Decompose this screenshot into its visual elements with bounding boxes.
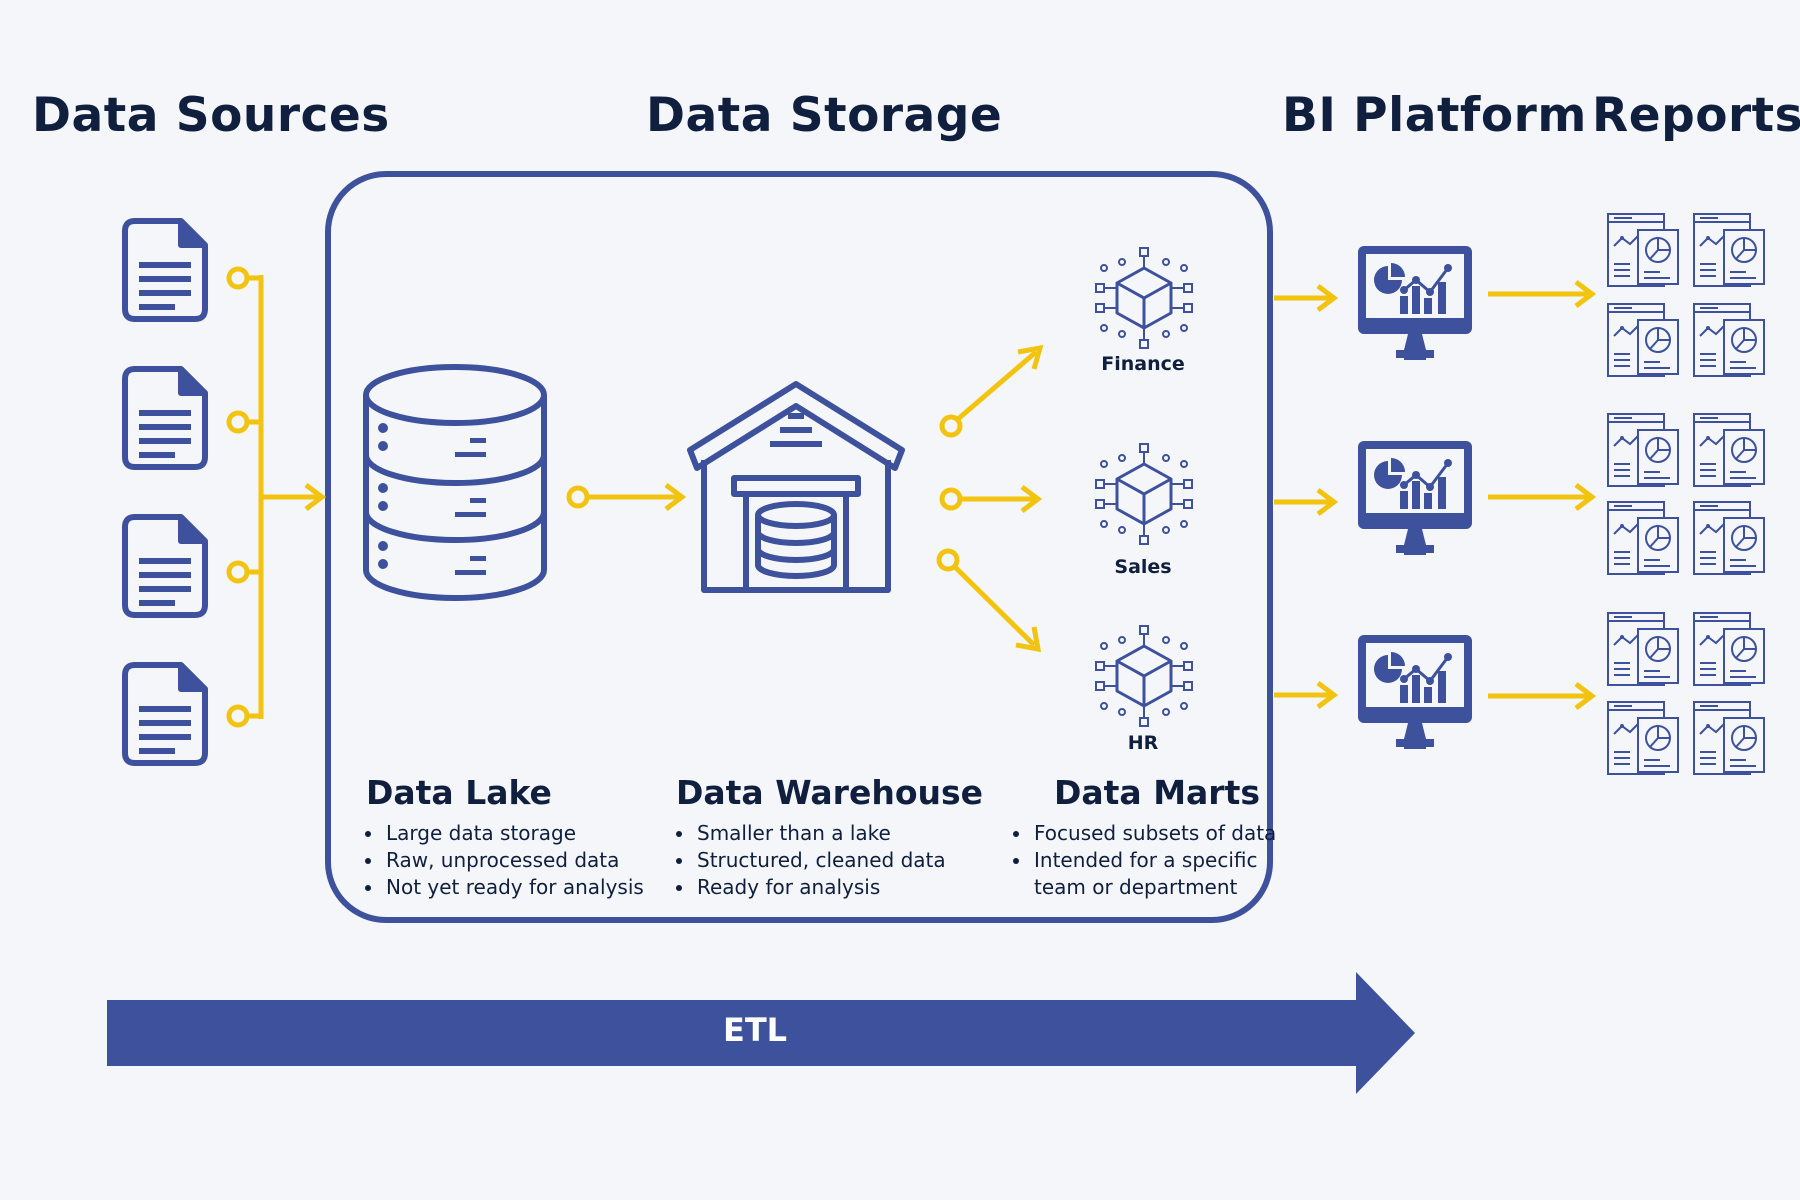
bullet-item: Intended for a specific team or departme… (1032, 847, 1282, 901)
bullet-item: Not yet ready for analysis (384, 874, 674, 901)
data-source-document-icon (125, 517, 205, 615)
report-icon (1607, 213, 1679, 287)
report-icon (1693, 413, 1765, 487)
header-data-storage: Data Storage (646, 88, 1003, 143)
bi-report-connectors (1488, 280, 1597, 710)
report-icon (1693, 303, 1765, 377)
etl-label: ETL (722, 1011, 788, 1049)
data-marts-bullets: Focused subsets of data Intended for a s… (1010, 820, 1282, 901)
data-storage-container (325, 171, 1273, 923)
bullet-item: Raw, unprocessed data (384, 847, 674, 874)
mart-bi-connectors (1274, 284, 1339, 709)
data-lake-title: Data Lake (366, 773, 552, 812)
bullet-item: Structured, cleaned data (695, 847, 985, 874)
data-mart-sales-icon (1094, 442, 1194, 546)
etl-arrow (107, 972, 1415, 1094)
data-mart-sales-label: Sales (1114, 556, 1172, 578)
header-data-sources: Data Sources (32, 88, 390, 143)
data-warehouse-icon (687, 381, 905, 593)
bullet-item: Ready for analysis (695, 874, 985, 901)
report-icon (1607, 303, 1679, 377)
header-reports: Reports (1592, 88, 1800, 143)
reports-group-2 (1607, 413, 1765, 575)
data-lake-database-icon (363, 364, 547, 601)
bi-monitor-icon (1356, 244, 1474, 362)
data-source-document-icon (125, 221, 205, 319)
source-connector (226, 266, 327, 728)
data-mart-finance-icon (1094, 246, 1194, 350)
data-mart-finance-label: Finance (1101, 353, 1185, 375)
report-icon (1693, 612, 1765, 686)
report-icon (1607, 501, 1679, 575)
data-source-document-icon (125, 665, 205, 763)
report-icon (1693, 213, 1765, 287)
reports-group-3 (1607, 612, 1765, 775)
report-icon (1607, 701, 1679, 775)
report-icon (1693, 501, 1765, 575)
report-icon (1607, 413, 1679, 487)
report-icon (1693, 701, 1765, 775)
bi-monitor-icon (1356, 439, 1474, 557)
bi-monitor-icon (1356, 633, 1474, 751)
data-source-document-icon (125, 369, 205, 467)
data-warehouse-bullets: Smaller than a lake Structured, cleaned … (673, 820, 985, 901)
data-lake-bullets: Large data storage Raw, unprocessed data… (362, 820, 674, 901)
bullet-item: Focused subsets of data (1032, 820, 1282, 847)
reports-group-1 (1607, 213, 1765, 377)
bullet-item: Large data storage (384, 820, 674, 847)
bullet-item: Smaller than a lake (695, 820, 985, 847)
report-icon (1607, 612, 1679, 686)
header-bi-platform: BI Platform (1282, 88, 1587, 143)
data-mart-hr-label: HR (1127, 732, 1159, 754)
data-warehouse-title: Data Warehouse (676, 773, 984, 812)
data-lake-detail (378, 423, 486, 575)
data-mart-hr-icon (1094, 624, 1194, 728)
data-marts-title: Data Marts (1054, 773, 1260, 812)
lake-warehouse-connector (566, 483, 687, 511)
warehouse-mart-connectors (936, 344, 1044, 653)
